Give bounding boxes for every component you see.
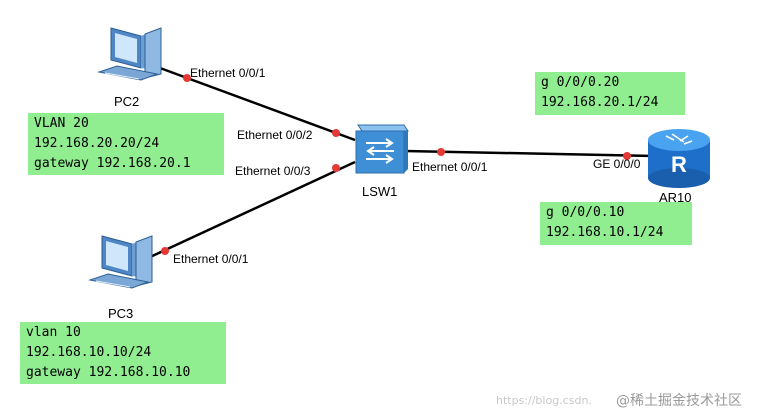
device-label-pc3: PC3 — [108, 306, 134, 321]
link-pc3-lsw1 — [147, 160, 356, 260]
watermark-url: https://blog.csdn. — [496, 394, 592, 407]
note-line: vlan 10 — [26, 325, 81, 340]
config-note-pc3: vlan 10 192.168.10.10/24 gateway 192.168… — [20, 322, 226, 384]
port-label-pc3: Ethernet 0/0/1 — [173, 252, 249, 266]
note-line: 192.168.20.1/24 — [541, 95, 659, 110]
note-line: g 0/0/0.20 — [541, 75, 620, 90]
device-label-pc2: PC2 — [114, 94, 140, 109]
switch-icon[interactable] — [355, 124, 409, 174]
note-line: 192.168.20.20/24 — [34, 136, 160, 151]
port-dot-lsw1-e3 — [332, 164, 340, 172]
pc2-icon[interactable] — [97, 27, 162, 81]
svg-text:R: R — [671, 152, 687, 177]
pc3-icon[interactable] — [88, 235, 153, 289]
port-dot-lsw1-e2 — [332, 129, 340, 137]
note-line: 192.168.10.10/24 — [26, 345, 152, 360]
device-label-ar10: AR10 — [659, 190, 692, 205]
port-label-lsw1-e1: Ethernet 0/0/1 — [412, 160, 488, 174]
port-label-lsw1-e2: Ethernet 0/0/2 — [237, 128, 313, 142]
device-label-lsw1: LSW1 — [362, 184, 398, 199]
link-lsw1-ar10 — [404, 149, 656, 158]
note-line: gateway 192.168.20.1 — [34, 156, 191, 171]
note-line: g 0/0/0.10 — [546, 205, 625, 220]
config-note-pc2: VLAN 20 192.168.20.20/24 gateway 192.168… — [28, 113, 224, 175]
config-note-subif-10: g 0/0/0.10 192.168.10.1/24 — [540, 202, 692, 245]
port-dot-pc3 — [161, 247, 169, 255]
note-line: gateway 192.168.10.10 — [26, 365, 191, 380]
port-label-ar10: GE 0/0/0 — [593, 157, 641, 171]
note-line: VLAN 20 — [34, 116, 89, 131]
note-line: 192.168.10.1/24 — [546, 225, 664, 240]
watermark-brand: @稀土掘金技术社区 — [616, 393, 742, 409]
link-pc2-lsw1 — [159, 66, 356, 142]
config-note-subif-20: g 0/0/0.20 192.168.20.1/24 — [535, 72, 685, 115]
port-label-pc2: Ethernet 0/0/1 — [190, 66, 266, 80]
router-icon[interactable]: R — [648, 129, 710, 188]
port-dot-pc2 — [183, 74, 191, 82]
port-dot-ar10 — [623, 152, 631, 160]
port-dot-lsw1-e1 — [437, 148, 445, 156]
port-label-lsw1-e3: Ethernet 0/0/3 — [235, 164, 311, 178]
